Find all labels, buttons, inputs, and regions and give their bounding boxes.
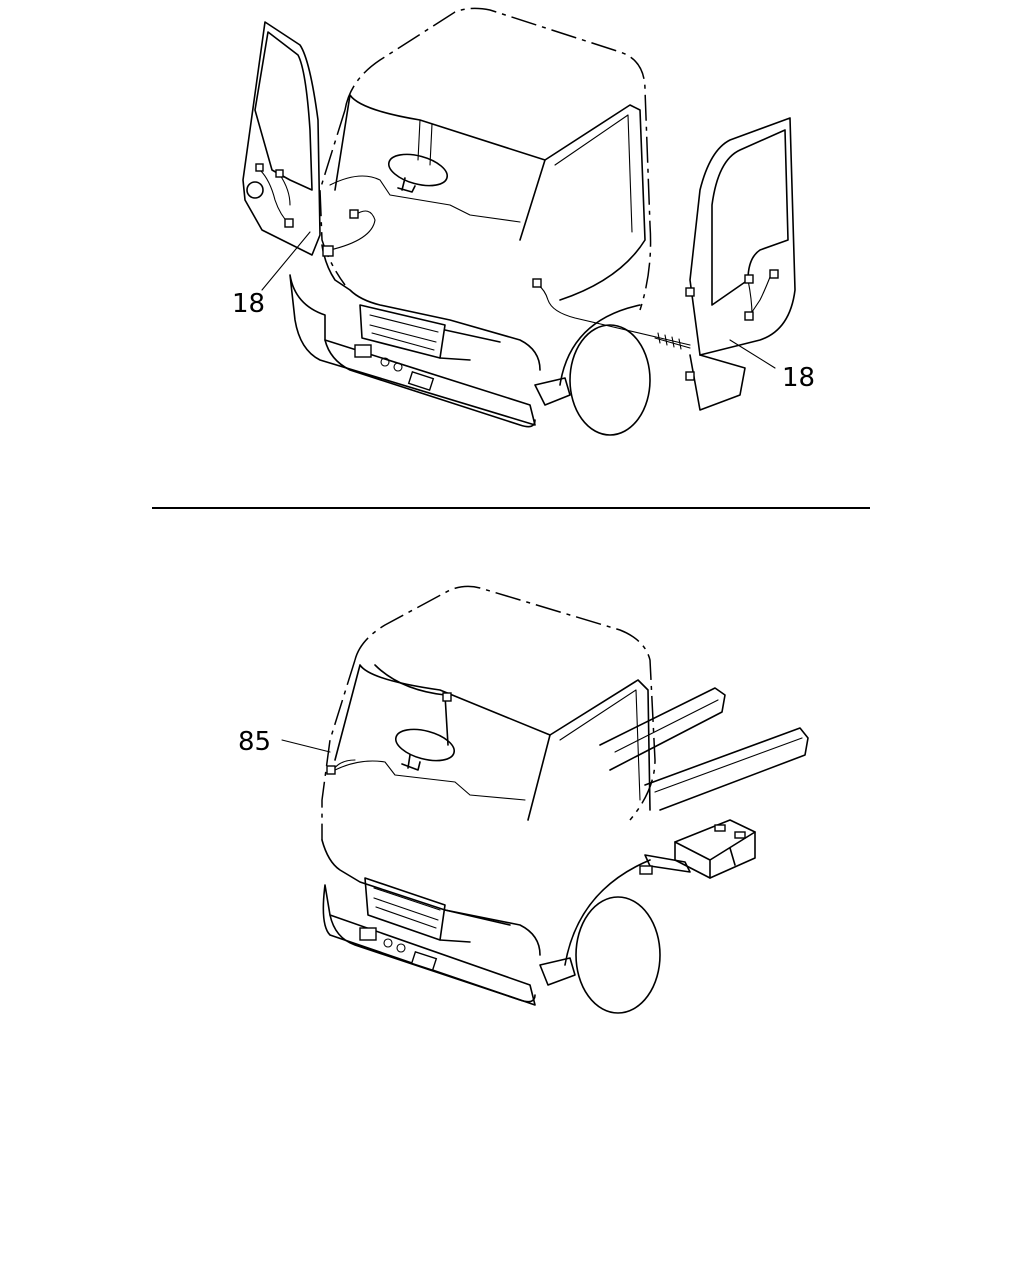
connector xyxy=(322,245,334,257)
steering-column xyxy=(397,177,416,193)
connector xyxy=(769,269,779,279)
connector xyxy=(744,311,754,321)
connector xyxy=(442,692,452,702)
grille-bars xyxy=(369,314,439,351)
bumper-bolt xyxy=(383,938,393,948)
front-bumper xyxy=(289,274,536,426)
bumper-bolt xyxy=(380,357,390,367)
bumper-lamp-left xyxy=(354,344,372,358)
grille-bars xyxy=(373,887,441,929)
bumper-lamp-right xyxy=(407,371,435,391)
left-door-mirror-mount xyxy=(246,181,264,199)
front-wheel xyxy=(569,324,651,436)
left-door xyxy=(242,21,321,256)
wheel-arch xyxy=(559,304,641,386)
dashboard xyxy=(334,760,526,801)
connector xyxy=(326,765,336,775)
windshield-pillar xyxy=(417,119,433,166)
side-window-frame xyxy=(554,114,633,233)
cab-roof-outline xyxy=(354,585,656,821)
side-window-frame xyxy=(559,689,641,801)
frame-rail-lower xyxy=(644,727,809,811)
windshield xyxy=(334,94,546,241)
windshield-harness xyxy=(374,664,451,746)
frame-rail-upper xyxy=(599,687,726,771)
wheel-arch xyxy=(564,859,651,966)
frame-rail-detail xyxy=(614,699,803,793)
steering-column xyxy=(401,754,421,771)
grommet-coil xyxy=(654,332,691,350)
callout-left-door-harness: 18 xyxy=(232,289,265,319)
connector xyxy=(349,209,359,219)
right-door xyxy=(689,117,796,356)
leader-line-left-door xyxy=(261,231,311,291)
front-face xyxy=(321,244,541,371)
right-door-lower xyxy=(689,354,746,411)
dashboard xyxy=(329,175,521,223)
connector xyxy=(685,371,695,381)
bumper-bolt xyxy=(396,943,406,953)
cab-harness-wire xyxy=(332,759,356,771)
connector xyxy=(685,287,695,297)
top-view-cab-doors-open: 18 18 xyxy=(232,7,815,436)
front-wheel xyxy=(575,896,661,1014)
cab-roof-outline xyxy=(344,7,652,311)
connector xyxy=(275,169,284,178)
callout-cab-harness: 85 xyxy=(238,727,271,757)
right-door-window xyxy=(711,129,789,306)
step xyxy=(539,957,576,986)
battery-carrier xyxy=(644,854,691,873)
connector xyxy=(255,163,264,172)
windshield xyxy=(334,664,551,821)
bumper-lamp-left xyxy=(359,927,377,941)
hood-crease xyxy=(439,909,511,943)
bottom-view-cab-frame: 85 xyxy=(238,585,809,1014)
side-window-right xyxy=(544,104,646,301)
battery-top xyxy=(674,831,756,879)
cab-side-outline xyxy=(321,659,356,840)
step xyxy=(534,377,571,406)
connector xyxy=(744,274,754,284)
front-bumper xyxy=(322,884,536,1006)
battery-terminal xyxy=(714,824,726,832)
bumper-bolt xyxy=(393,362,403,372)
front-face xyxy=(321,839,541,956)
bumper-lower xyxy=(329,914,536,1003)
callout-right-door-harness: 18 xyxy=(782,363,815,393)
connector xyxy=(639,865,653,875)
bumper-lamp-right xyxy=(410,951,438,971)
connector xyxy=(284,218,294,228)
hood-crease xyxy=(439,329,501,361)
connector xyxy=(532,278,542,288)
battery-terminal xyxy=(734,831,746,839)
bumper-lower xyxy=(324,339,536,428)
steering-wheel xyxy=(394,728,456,762)
cab-side-outline xyxy=(319,109,346,286)
dash-harness-wire xyxy=(329,210,376,251)
leader-line-right-door xyxy=(729,339,776,369)
leader-line-cab-harness xyxy=(281,739,331,753)
left-door-window xyxy=(254,31,313,191)
steering-wheel xyxy=(387,153,449,187)
right-door-harness-wire xyxy=(537,284,691,346)
